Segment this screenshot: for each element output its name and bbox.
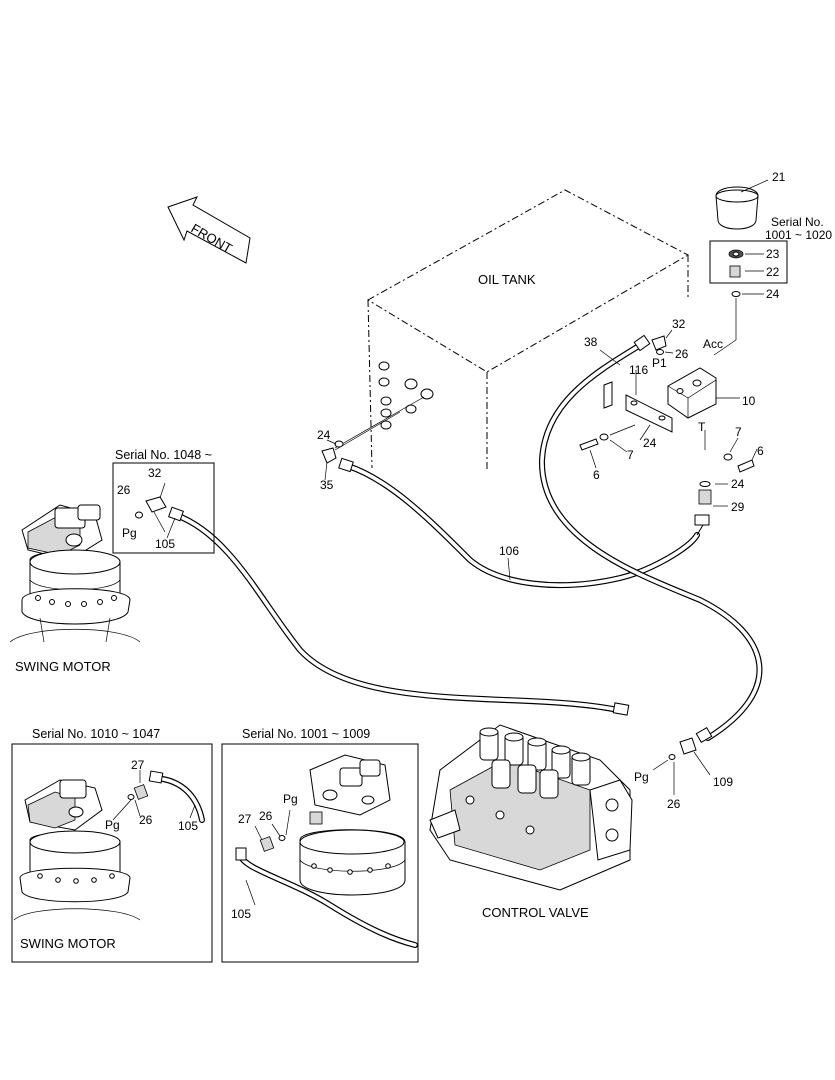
control-valve-label: CONTROL VALVE	[482, 905, 589, 920]
accumulator-serial-line2: 1001 ~ 1020	[765, 228, 832, 242]
part-num-116: 116	[629, 363, 648, 377]
part-num-26-inset: 26	[117, 483, 131, 497]
accumulator-serial-line1: Serial No.	[771, 215, 824, 229]
part-num-22: 22	[766, 265, 780, 279]
oil-tank: OIL TANK	[334, 189, 690, 470]
bolts-washers	[579, 424, 755, 507]
part-num-7-left: 7	[627, 448, 634, 462]
part-num-26-mid: 26	[139, 813, 153, 827]
part-num-106-inset: 105	[155, 537, 175, 551]
tank-ports	[378, 361, 434, 430]
swing-motor-main: SWING MOTOR	[9, 504, 141, 674]
oil-tank-label: OIL TANK	[478, 272, 536, 287]
part-num-23: 23	[766, 247, 780, 261]
inset-1010-title: Serial No. 1010 ~ 1047	[32, 727, 160, 741]
inset-1048-pg-label: Pg	[122, 526, 137, 540]
elbow-fitting-35	[321, 440, 344, 464]
accumulator-21	[715, 179, 769, 230]
front-arrow-label: FRONT	[189, 221, 235, 256]
part-num-32-top: 32	[672, 317, 686, 331]
accumulator-serial-box	[709, 240, 788, 356]
control-valve: CONTROL VALVE	[429, 724, 633, 920]
part-num-6-right: 6	[757, 444, 764, 458]
inset-1001-title: Serial No. 1001 ~ 1009	[242, 727, 370, 741]
inset-1010-pg-label: Pg	[105, 818, 120, 832]
part-num-24-tank: 24	[317, 428, 331, 442]
leader-lines	[166, 349, 758, 581]
part-num-24-lower: 24	[731, 477, 745, 491]
elbow-fitting-38	[652, 737, 711, 795]
hose-109	[345, 463, 700, 589]
swing-motor-label: SWING MOTOR	[15, 659, 111, 674]
part-num-24-bracket: 24	[643, 436, 657, 450]
hose-106-main	[173, 512, 621, 713]
inset-serial-1001: Serial No. 1001 ~ 1009	[221, 727, 419, 963]
part-num-6-left: 6	[593, 468, 600, 482]
front-arrow: FRONT	[167, 196, 251, 264]
port-p1-label: P1	[652, 356, 667, 370]
part-num-21: 21	[772, 170, 786, 184]
port-t-label: T	[698, 420, 706, 434]
motor-bolts	[35, 595, 117, 607]
part-num-109: 106	[499, 544, 519, 558]
part-num-27-mid: 27	[131, 758, 145, 772]
part-num-26-cv: 26	[667, 797, 681, 811]
part-num-106-mid: 105	[178, 819, 198, 833]
hose-105	[538, 341, 763, 741]
port-pg-cv-label: Pg	[634, 770, 649, 784]
part-num-26-right: 26	[259, 809, 273, 823]
part-num-24-acc: 24	[766, 287, 780, 301]
part-num-35: 35	[320, 478, 334, 492]
bracket-116	[603, 370, 673, 433]
part-num-29: 29	[731, 500, 745, 514]
part-num-26-top: 26	[675, 347, 689, 361]
part-num-38: 109	[713, 775, 733, 789]
part-number-labels: 21 Serial No. 1001 ~ 1020 23 22 24 Acc 3…	[117, 170, 832, 921]
part-num-106-right: 105	[231, 907, 251, 921]
part-num-10: 10	[742, 394, 756, 408]
port-acc-label: Acc	[703, 337, 723, 351]
inset-1048-title: Serial No. 1048 ~	[115, 448, 212, 462]
port-pg-right-label: Pg	[283, 792, 298, 806]
part-num-27-right: 27	[238, 812, 252, 826]
hose-fittings	[168, 334, 713, 744]
part-num-32-inset: 32	[148, 466, 162, 480]
inset-1010-motor-label: SWING MOTOR	[20, 936, 116, 951]
part-num-105: 38	[584, 335, 598, 349]
elbow-32-top	[651, 329, 674, 355]
inset-serial-1048: Serial No. 1048 ~ Pg	[112, 448, 215, 554]
valve-block-10	[667, 367, 740, 419]
inset-serial-1010: Serial No. 1010 ~ 1047 Pg SWING MOTOR	[11, 727, 213, 963]
part-num-7-right: 7	[735, 425, 742, 439]
valve-spools	[479, 727, 591, 799]
